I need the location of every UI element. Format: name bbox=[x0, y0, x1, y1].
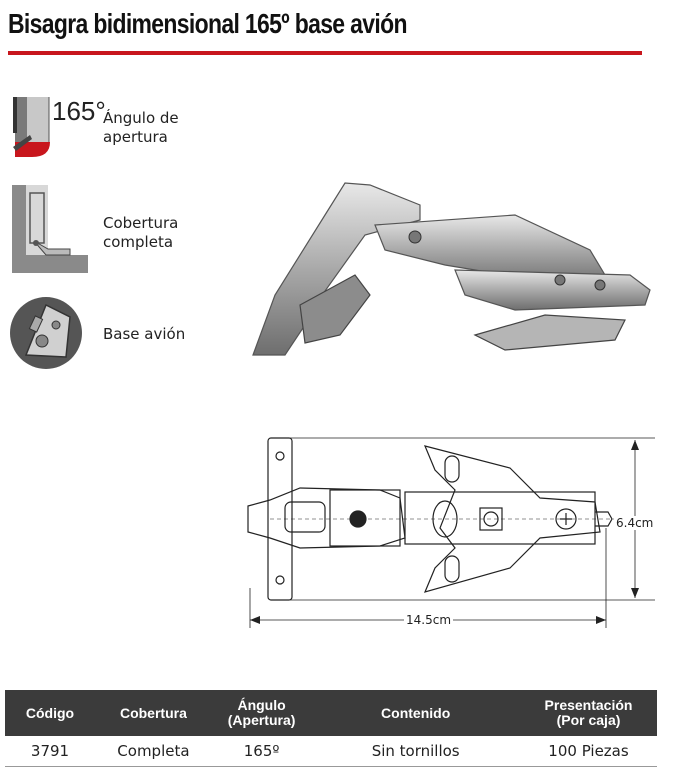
header-presentacion: Presentación(Por caja) bbox=[520, 690, 657, 736]
title-underline bbox=[8, 51, 642, 55]
cell-cobertura: Completa bbox=[95, 736, 212, 767]
header-angulo-label: Ángulo bbox=[237, 697, 286, 713]
header-contenido-label: Contenido bbox=[381, 704, 451, 721]
feature-angle-label-line2: apertura bbox=[103, 128, 168, 146]
spec-table: Código Cobertura Ángulo(Apertura) Conten… bbox=[5, 690, 657, 767]
opening-angle-value: 165° bbox=[52, 96, 106, 126]
header-codigo: Código bbox=[5, 690, 96, 736]
feature-angle-label: Ángulo de apertura bbox=[103, 109, 179, 147]
feature-base-label: Base avión bbox=[103, 325, 186, 343]
cell-contenido: Sin tornillos bbox=[311, 736, 520, 767]
header-presentacion-label: Presentación bbox=[544, 697, 633, 713]
hinge-photo bbox=[252, 182, 651, 356]
spec-table-header-row: Código Cobertura Ángulo(Apertura) Conten… bbox=[5, 690, 657, 736]
opening-angle-icon bbox=[13, 97, 50, 157]
feature-angle-label-line1: Ángulo de bbox=[103, 109, 179, 127]
header-cobertura: Cobertura bbox=[95, 690, 212, 736]
height-dimension: 6.4cm bbox=[614, 516, 656, 530]
width-dimension: 14.5cm bbox=[404, 613, 454, 627]
header-presentacion-sublabel: (Por caja) bbox=[556, 712, 621, 728]
header-angulo-sublabel: (Apertura) bbox=[227, 712, 296, 728]
base-avion-icon bbox=[10, 297, 82, 369]
header-contenido: Contenido bbox=[311, 690, 520, 736]
feature-overlay-label: Cobertura completa bbox=[103, 214, 178, 252]
full-overlay-icon bbox=[12, 185, 88, 273]
header-angulo: Ángulo(Apertura) bbox=[211, 690, 312, 736]
cell-codigo: 3791 bbox=[5, 736, 96, 767]
cell-angulo: 165º bbox=[211, 736, 312, 767]
header-cobertura-label: Cobertura bbox=[119, 704, 187, 721]
table-row: 3791 Completa 165º Sin tornillos 100 Pie… bbox=[5, 736, 657, 767]
feature-overlay-label-line2: completa bbox=[103, 233, 174, 251]
header-codigo-label: Código bbox=[25, 704, 75, 721]
technical-drawing bbox=[247, 437, 655, 628]
page-title: Bisagra bidimensional 165º base avión bbox=[8, 8, 407, 39]
feature-overlay-label-line1: Cobertura bbox=[103, 214, 179, 232]
cell-presentacion: 100 Piezas bbox=[520, 736, 657, 767]
